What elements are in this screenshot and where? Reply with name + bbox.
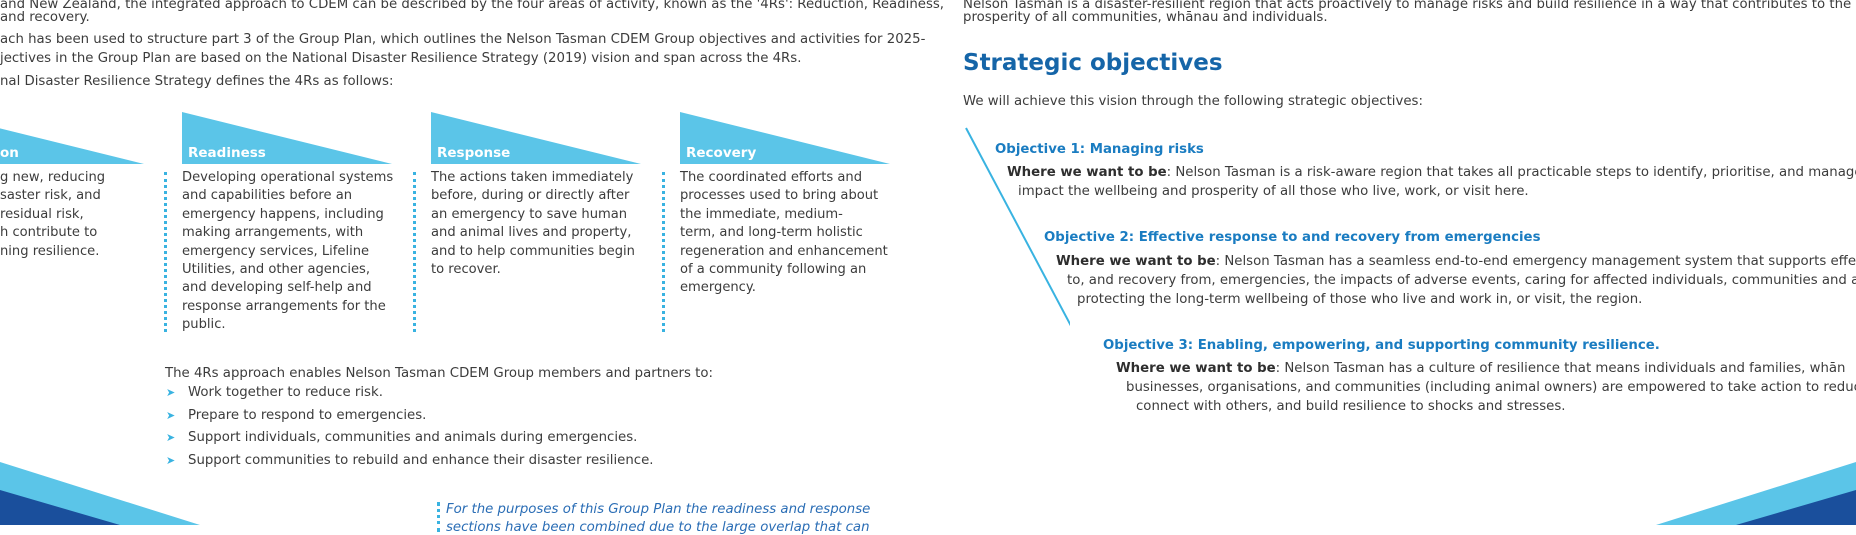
readiness-text: Developing operational systems and capab… [182,169,394,335]
objective-1-line-2: impact the wellbeing and prosperity of a… [1018,184,1529,199]
readiness-line: response arrangements for the [182,298,386,314]
reduction-line: ning resilience. [0,243,100,259]
reduction-line: g new, reducing [0,170,106,185]
objective-3-line-2: businesses, organisations, and communiti… [1126,380,1856,395]
readiness-dotted-divider [164,172,167,332]
readiness-line: Utilities, and other agencies, [182,262,371,278]
reduction-text: g new, reducing saster risk, and residua… [0,169,212,261]
recovery-line: processes used to bring about [680,188,879,204]
recovery-heading: Recovery [686,145,757,161]
list-item: ➤ Work together to reduce risk. [166,385,654,408]
readiness-line: public. [182,317,226,333]
bullet-text: Prepare to respond to emergencies. [188,407,427,423]
intro-line-3: ach has been used to structure part 3 of… [0,32,926,47]
objective-2-text: : Nelson Tasman has a seamless end-to-en… [1215,254,1856,269]
reduction-banner-shape [0,128,144,164]
note-line-1: For the purposes of this Group Plan the … [446,502,871,517]
response-banner-shape [431,112,641,164]
response-line: and animal lives and property, [431,225,632,241]
objective-3-line-3: connect with others, and build resilienc… [1136,399,1566,414]
readiness-banner-shape [182,112,392,164]
recovery-line: The coordinated efforts and [680,170,863,185]
objective-3-label: Where we want to be [1116,361,1276,376]
readiness-line: Developing operational systems [182,170,394,185]
recovery-line: the immediate, medium- [680,206,843,222]
note-dotted-divider [437,502,440,532]
response-text: The actions taken immediately before, du… [431,169,643,279]
response-line: before, during or directly after [431,188,630,204]
objective-1-label: Where we want to be [1007,165,1167,180]
recovery-dotted-divider [662,172,665,332]
objective-1-text: : Nelson Tasman is a risk-aware region t… [1166,165,1856,180]
bullet-text: Support individuals, communities and ani… [188,430,638,445]
arrow-bullet-icon: ➤ [166,431,176,444]
intro-line-4: jectives in the Group Plan are based on … [0,51,802,66]
recovery-line: of a community following an [680,262,867,278]
objective-2-title: Objective 2: Effective response to and r… [1044,230,1541,245]
readiness-line: making arrangements, with [182,225,364,241]
list-item: ➤ Support communities to rebuild and enha… [166,453,654,476]
objective-2-line-1: Where we want to be: Nelson Tasman has a… [1056,252,1856,271]
response-line: to recover. [431,262,501,278]
readiness-line: emergency happens, including [182,206,384,222]
objective-2-line-2: to, and recovery from, emergencies, the … [1067,273,1856,288]
objective-2-label: Where we want to be [1056,254,1216,269]
intro-line-1: and New Zealand, the integrated approach… [0,0,945,12]
list-item: ➤ Support individuals, communities and an… [166,430,654,453]
response-dotted-divider [413,172,416,332]
objective-3-line-1: Where we want to be: Nelson Tasman has a… [1116,359,1845,378]
bottom-left-band-decoration [0,462,200,525]
intro-line-2: and recovery. [0,10,90,25]
objective-1-line-1: Where we want to be: Nelson Tasman is a … [1007,163,1856,182]
note-line-2: sections have been combined due to the l… [446,520,870,535]
objective-1-title: Objective 1: Managing risks [995,142,1204,157]
objective-2-line-3: protecting the long-term wellbeing of th… [1077,292,1643,307]
list-item: ➤ Prepare to respond to emergencies. [166,408,654,431]
readiness-heading: Readiness [188,145,266,161]
recovery-banner-shape [680,112,890,164]
recovery-line: emergency. [680,280,756,296]
bottom-right-band-decoration [1656,462,1856,525]
objective-3-title: Objective 3: Enabling, empowering, and s… [1103,338,1660,353]
arrow-bullet-icon: ➤ [166,408,176,422]
bullet-text: Support communities to rebuild and enhan… [188,452,654,468]
arrow-bullet-icon: ➤ [166,453,176,467]
section-title: Strategic objectives [963,50,1223,76]
recovery-line: term, and long-term holistic [680,225,863,241]
section-intro: We will achieve this vision through the … [963,94,1423,109]
readiness-line: and developing self-help and [182,280,372,296]
readiness-line: and capabilities before an [182,188,353,204]
approach-intro: The 4Rs approach enables Nelson Tasman C… [165,366,714,381]
recovery-line: regeneration and enhancement [680,243,888,259]
reduction-line: h contribute to [0,225,98,241]
vision-line-2: prosperity of all communities, whānau an… [963,10,1328,25]
readiness-line: emergency services, Lifeline [182,243,370,259]
intro-line-5: nal Disaster Resilience Strategy defines… [0,74,394,89]
response-line: The actions taken immediately [431,170,634,185]
reduction-line: residual risk, [0,206,84,222]
approach-bullet-list: ➤ Work together to reduce risk. ➤ Prepare … [166,385,654,475]
reduction-heading: on [0,145,19,161]
objective-3-text: : Nelson Tasman has a culture of resilie… [1275,361,1846,376]
diagonal-accent-line [965,127,1070,327]
reduction-line: saster risk, and [0,188,101,204]
response-heading: Response [437,145,511,161]
response-line: and to help communities begin [431,243,635,259]
recovery-text: The coordinated efforts and processes us… [680,169,892,298]
arrow-bullet-icon: ➤ [166,386,176,399]
bullet-text: Work together to reduce risk. [188,385,383,400]
vision-line-1: Nelson Tasman is a disaster-resilient re… [963,0,1856,12]
response-line: an emergency to save human [431,206,628,222]
